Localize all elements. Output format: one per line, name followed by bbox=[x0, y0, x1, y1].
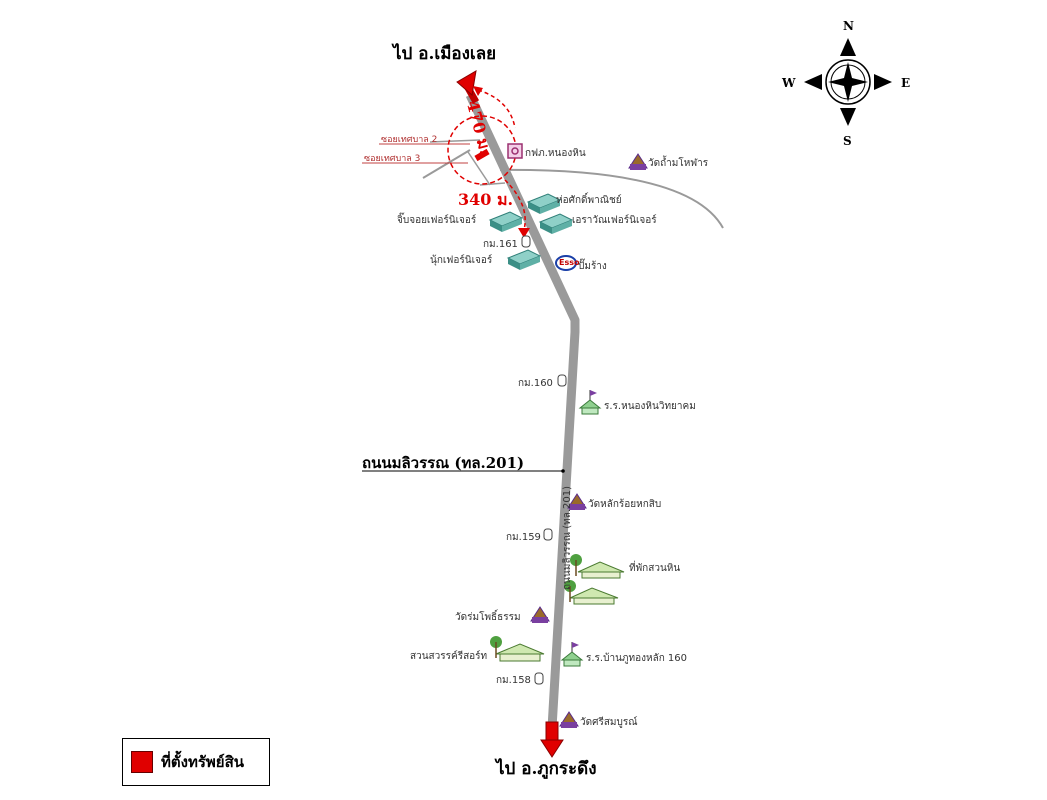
esso-brand-label: Esso bbox=[559, 258, 580, 267]
dist-470-head bbox=[473, 86, 483, 96]
km-marker-icon bbox=[557, 374, 567, 387]
main-road bbox=[465, 93, 580, 729]
pea-office-icon bbox=[507, 143, 523, 159]
temple-icon bbox=[559, 711, 579, 728]
side-road-east bbox=[499, 168, 724, 229]
resort-icon bbox=[564, 580, 619, 605]
road-name-dot bbox=[561, 469, 565, 473]
south-arrow bbox=[540, 721, 564, 758]
place-label-school-nonghin: ร.ร.หนองหินวิทยาคม bbox=[604, 401, 696, 412]
place-label-pea: กฟภ.หนองหิน bbox=[525, 148, 586, 159]
dist-340-arrow bbox=[504, 179, 526, 231]
soi-3-label: ซอยเทศบาล 3 bbox=[364, 154, 421, 164]
temple-icon bbox=[628, 153, 648, 170]
school-icon bbox=[578, 390, 602, 415]
building-icon bbox=[526, 193, 562, 214]
legend-property-swatch bbox=[131, 751, 153, 773]
building-icon bbox=[538, 213, 574, 234]
temple-icon bbox=[567, 493, 587, 510]
road-vertical-label: ถนนมลิวรรณ (ทล.201) bbox=[562, 485, 573, 590]
resort-icon bbox=[570, 554, 625, 579]
place-label-temple-tham: วัดถ้ำมโหฬาร bbox=[648, 158, 709, 169]
place-label-erawan-furniture: เอราวัณเฟอร์นิเจอร์ bbox=[572, 215, 657, 226]
place-label-shop-sak: ห่อศักดิ์พาณิชย์ bbox=[556, 195, 622, 206]
north-destination-label: ไป อ.เมืองเลย bbox=[393, 44, 497, 64]
place-label-temple-sri: วัดศรีสมบูรณ์ bbox=[580, 717, 638, 728]
km-marker-icon bbox=[534, 672, 544, 685]
place-label-school-ban: ร.ร.บ้านภูทองหลัก 160 bbox=[586, 653, 688, 664]
property-marker bbox=[474, 148, 490, 162]
distance-340-label: 340 ม. bbox=[458, 190, 514, 209]
place-label-km159: กม.159 bbox=[506, 532, 541, 543]
place-label-resort: สวนสวรรค์รีสอร์ท bbox=[410, 651, 488, 662]
legend-property-label: ที่ตั้งทรัพย์สิน bbox=[161, 753, 244, 771]
place-label-rest-suanhin: ที่พักสวนหิน bbox=[629, 563, 681, 574]
north-arrow bbox=[456, 70, 480, 104]
compass-south-label: S bbox=[843, 134, 852, 148]
map-legend: ที่ตั้งทรัพย์สิน bbox=[122, 738, 270, 786]
temple-icon bbox=[530, 606, 550, 623]
km-marker-icon bbox=[521, 235, 531, 248]
school-icon bbox=[560, 642, 584, 667]
place-label-nuk-furniture: นุ้กเฟอร์นิเจอร์ bbox=[430, 255, 493, 266]
place-label-gas-station: ปั๊มร้าง bbox=[578, 261, 607, 272]
building-icon bbox=[506, 249, 542, 270]
esso-icon bbox=[555, 255, 577, 271]
compass-rose bbox=[804, 38, 892, 126]
place-label-km158: กม.158 bbox=[496, 675, 531, 686]
compass-east-label: E bbox=[901, 76, 911, 90]
place-label-jib-furniture: จิ๊บจอยเฟอร์นิเจอร์ bbox=[397, 215, 477, 226]
place-label-temple-lak: วัดหลักร้อยหกสิบ bbox=[588, 499, 662, 510]
compass-west-label: W bbox=[782, 76, 796, 90]
soi-street-4 bbox=[467, 151, 491, 186]
dist-340-head bbox=[518, 228, 530, 238]
soi-street-1 bbox=[422, 149, 471, 179]
resort-icon bbox=[490, 636, 545, 662]
km-marker-icon bbox=[543, 528, 553, 541]
dist-470-arrow bbox=[477, 89, 516, 129]
soi-street-2 bbox=[429, 139, 481, 143]
road-name-label: ถนนมลิวรรณ (ทล.201) bbox=[362, 454, 525, 472]
place-label-temple-pho: วัดร่มโพธิ์ธรรม bbox=[455, 612, 521, 623]
building-icon bbox=[488, 211, 524, 232]
place-label-km160: กม.160 bbox=[518, 378, 553, 389]
compass-north-label: N bbox=[843, 19, 854, 33]
place-label-km161: กม.161 bbox=[483, 239, 518, 250]
soi-2-label: ซอยเทศบาล 2 bbox=[381, 135, 438, 145]
south-destination-label: ไป อ.ภูกระดึง bbox=[496, 759, 597, 779]
